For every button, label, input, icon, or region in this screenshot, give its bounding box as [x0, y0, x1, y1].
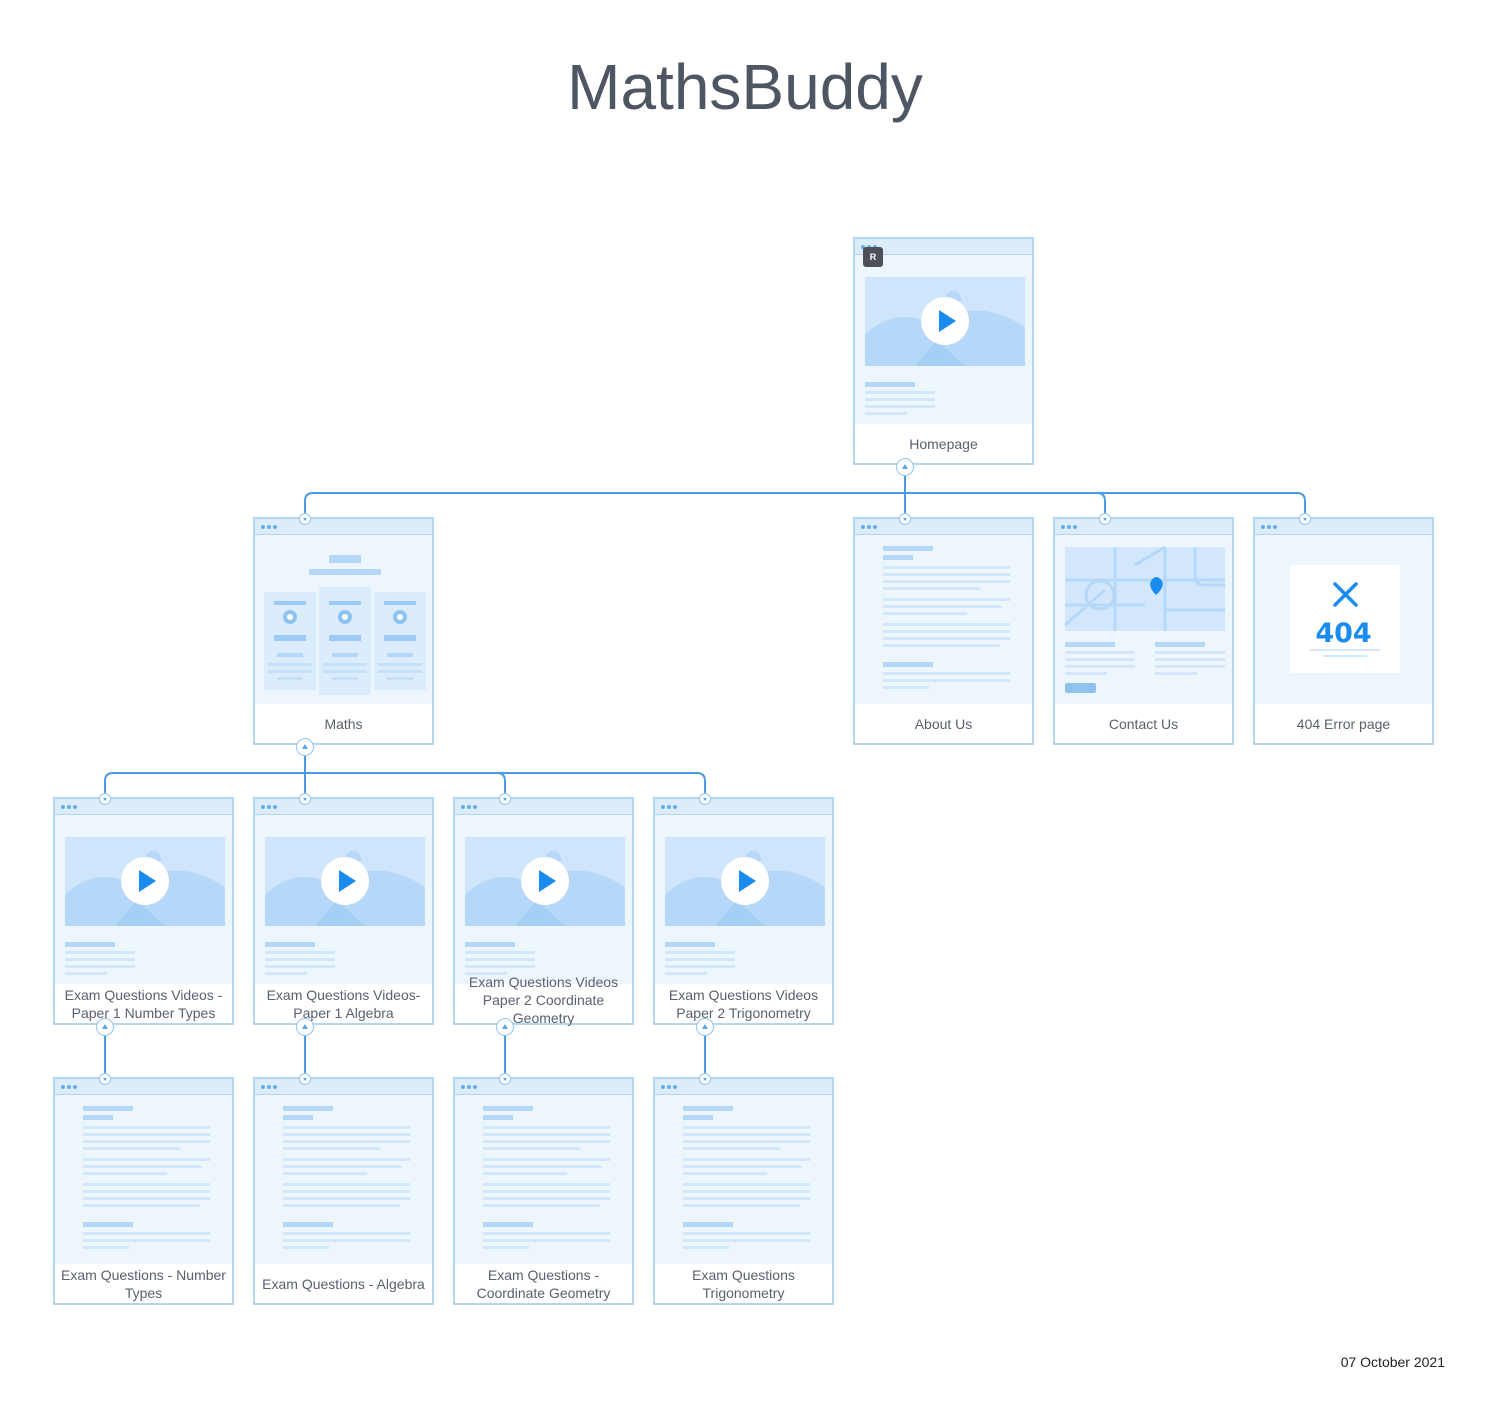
text-preview	[455, 1095, 632, 1264]
connector-handle	[499, 793, 511, 805]
connector-handle	[699, 1073, 711, 1085]
collapse-toggle[interactable]	[296, 738, 314, 756]
text-preview	[55, 1095, 232, 1264]
connector-handle	[299, 513, 311, 525]
connector-handle	[299, 1073, 311, 1085]
node-label: Homepage	[909, 435, 978, 452]
video-preview	[655, 815, 832, 984]
node-404-error-page[interactable]: 404 404 Error page	[1253, 517, 1434, 745]
connector-handle	[99, 1073, 111, 1085]
video-preview	[255, 815, 432, 984]
node-label: Exam Questions Trigonometry	[692, 1266, 795, 1301]
play-icon	[939, 310, 956, 332]
play-icon	[739, 870, 756, 892]
window-bar	[255, 1079, 432, 1095]
video-preview	[855, 255, 1032, 424]
node-label: Exam Questions Videos Paper 2 Coordinate…	[468, 974, 619, 1026]
root-badge: R	[863, 247, 883, 267]
connector-handle	[99, 793, 111, 805]
window-bar	[655, 1079, 832, 1095]
window-bar	[55, 1079, 232, 1095]
play-icon	[539, 870, 556, 892]
pricing-preview	[255, 535, 432, 704]
collapse-toggle[interactable]	[896, 458, 914, 476]
window-bar	[255, 799, 432, 815]
error-preview: 404	[1255, 535, 1432, 704]
node-questions-trigonometry[interactable]: Exam Questions Trigonometry	[653, 1077, 834, 1305]
node-video-number-types[interactable]: Exam Questions Videos - Paper 1 Number T…	[53, 797, 234, 1025]
node-label: Exam Questions - Coordinate Geometry	[476, 1266, 611, 1301]
node-label: Exam Questions Videos- Paper 1 Algebra	[266, 986, 421, 1021]
node-video-algebra[interactable]: Exam Questions Videos- Paper 1 Algebra	[253, 797, 434, 1025]
connector-handle	[1299, 513, 1311, 525]
play-icon	[139, 870, 156, 892]
node-homepage[interactable]: R Homepage	[853, 237, 1034, 465]
node-video-coordinate-geometry[interactable]: Exam Questions Videos Paper 2 Coordinate…	[453, 797, 634, 1026]
window-bar	[455, 1079, 632, 1095]
node-label: Contact Us	[1108, 715, 1179, 732]
collapse-toggle[interactable]	[496, 1018, 514, 1036]
video-preview	[455, 815, 632, 984]
window-bar	[655, 799, 832, 815]
text-preview	[855, 535, 1032, 704]
node-questions-algebra[interactable]: Exam Questions - Algebra	[253, 1077, 434, 1305]
date-stamp: 07 October 2021	[1340, 1354, 1445, 1370]
play-icon	[339, 870, 356, 892]
node-label: Maths	[324, 715, 363, 732]
window-bar	[855, 519, 1032, 535]
close-icon	[1333, 582, 1358, 607]
map-preview	[1055, 535, 1232, 704]
text-preview	[255, 1095, 432, 1264]
node-questions-number-types[interactable]: Exam Questions - Number Types	[53, 1077, 234, 1305]
connector-handle	[499, 1073, 511, 1085]
node-label: About Us	[914, 715, 973, 732]
connector-handle	[699, 793, 711, 805]
text-preview	[655, 1095, 832, 1264]
node-label: Exam Questions - Algebra	[262, 1275, 425, 1292]
window-bar	[455, 799, 632, 815]
window-bar	[55, 799, 232, 815]
window-bar	[1255, 519, 1432, 535]
node-label: Exam Questions - Number Types	[61, 1266, 226, 1301]
node-about-us[interactable]: About Us	[853, 517, 1034, 745]
node-label: 404 Error page	[1296, 715, 1391, 732]
connector-handle	[299, 793, 311, 805]
window-bar	[255, 519, 432, 535]
connector-handle	[899, 513, 911, 525]
node-questions-coordinate-geometry[interactable]: Exam Questions - Coordinate Geometry	[453, 1077, 634, 1305]
page-title: MathsBuddy	[567, 51, 923, 123]
error-code: 404	[1315, 618, 1372, 649]
collapse-toggle[interactable]	[696, 1018, 714, 1036]
node-label: Exam Questions Videos - Paper 1 Number T…	[64, 986, 223, 1021]
connector-handle	[1099, 513, 1111, 525]
collapse-toggle[interactable]	[296, 1018, 314, 1036]
node-video-trigonometry[interactable]: Exam Questions Videos Paper 2 Trigonomet…	[653, 797, 834, 1025]
node-contact-us[interactable]: Contact Us	[1053, 517, 1234, 745]
window-bar	[1055, 519, 1232, 535]
video-preview	[55, 815, 232, 984]
node-maths[interactable]: Maths	[253, 517, 434, 745]
node-label: Exam Questions Videos Paper 2 Trigonomet…	[668, 986, 819, 1021]
location-pin-icon	[1150, 577, 1163, 595]
collapse-toggle[interactable]	[96, 1018, 114, 1036]
